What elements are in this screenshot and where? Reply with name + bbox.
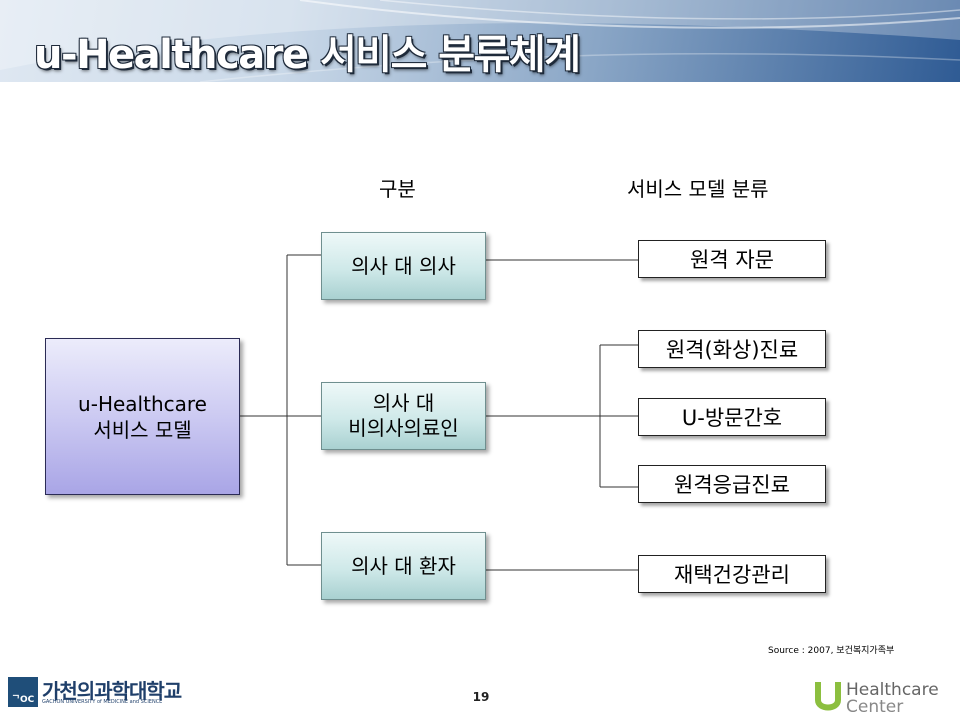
- category-node-doctor-to-doctor: 의사 대 의사: [321, 232, 486, 300]
- service-node-remote-consultation: 원격 자문: [638, 240, 826, 278]
- service-node-remote-video-care: 원격(화상)진료: [638, 330, 826, 368]
- slide-title: u-Healthcare 서비스 분류체계: [34, 32, 581, 78]
- logo-university-name: 가천의과학대학교: [42, 679, 182, 703]
- column-header-service: 서비스 모델 분류: [627, 177, 769, 201]
- root-node-label-line2: 서비스 모델: [93, 417, 192, 442]
- u-healthcare-center-logo: Healthcare Center: [812, 680, 952, 718]
- gachon-emblem-icon: ᄀOC: [8, 677, 38, 707]
- category-label-line1: 의사 대: [372, 391, 435, 415]
- category-node-doctor-to-nonphysician: 의사 대 비의사의료인: [321, 382, 486, 450]
- page-number: 19: [472, 690, 490, 704]
- source-note: Source : 2007, 보건복지가족부: [768, 646, 895, 656]
- logo-center-text: Center: [846, 697, 904, 717]
- service-node-remote-emergency-care: 원격응급진료: [638, 465, 826, 503]
- root-node-u-healthcare-service-model: u-Healthcare 서비스 모델: [45, 338, 240, 495]
- logo-university-subtitle: GACHON UNIVERSITY of MEDICINE and SCIENC…: [42, 699, 163, 705]
- slide-header: u-Healthcare 서비스 분류체계: [0, 0, 960, 82]
- u-letter-logo-icon: [815, 682, 841, 711]
- category-node-doctor-to-patient: 의사 대 환자: [321, 532, 486, 600]
- header-swoosh-decoration: [0, 0, 960, 82]
- column-header-category: 구분: [379, 177, 416, 201]
- logo-healthcare-text: Healthcare: [846, 680, 939, 700]
- category-label-line1: 의사 대 환자: [351, 553, 456, 578]
- category-label-line2: 비의사의료인: [348, 416, 459, 440]
- service-node-u-home-nursing: U-방문간호: [638, 398, 826, 436]
- service-node-home-health-management: 재택건강관리: [638, 555, 826, 593]
- category-label-line1: 의사 대 의사: [351, 253, 456, 278]
- root-node-label-line1: u-Healthcare: [78, 391, 207, 416]
